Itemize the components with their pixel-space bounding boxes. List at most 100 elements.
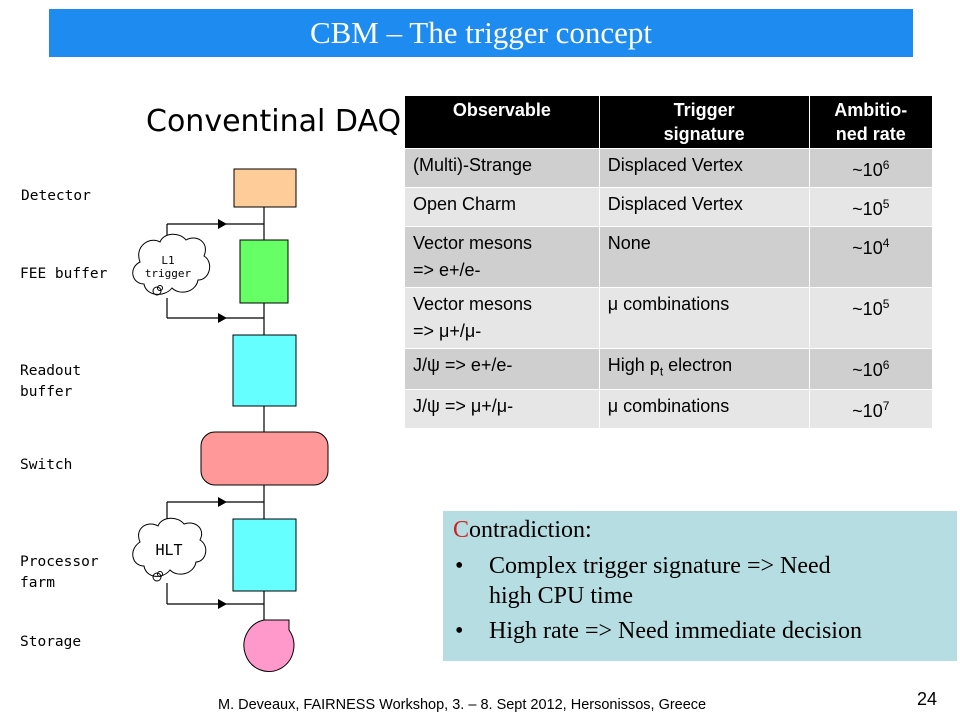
header-trigger-line-1: Trigger (673, 100, 735, 120)
callout-heading-initial: C (453, 517, 470, 543)
observable-line: Vector mesons (413, 233, 533, 253)
rate-base: ~10 (852, 160, 883, 180)
signature-text: None (607, 233, 651, 253)
header-rate-line-1: Ambitio- (834, 100, 908, 120)
hlt-cloud-label: HLT (155, 541, 182, 559)
rate-base: ~10 (852, 299, 883, 319)
cell-observable: (Multi)-Strange (404, 148, 600, 188)
observable-line: => μ+/μ- (413, 321, 482, 341)
callout-heading-rest: ontradiction: (469, 517, 592, 543)
cell-observable: Vector mesons => e+/e- (404, 226, 600, 288)
contradiction-callout: Contradiction: Complex trigger signature… (443, 511, 957, 661)
footer-citation: M. Deveaux, FAIRNESS Workshop, 3. – 8. S… (218, 697, 707, 713)
signature-rest: electron (663, 355, 733, 375)
table-row: (Multi)-Strange Displaced Vertex ~106 (404, 148, 932, 188)
page-number: 24 (917, 689, 938, 709)
label-storage: Storage (20, 634, 82, 650)
switch-box (200, 431, 329, 486)
signature-text: μ combinations (607, 395, 730, 416)
rate-base: ~10 (852, 360, 883, 380)
observable-line: J/ψ => e+/e- (413, 355, 513, 375)
callout-bullet: Complex trigger signature => Need high CP… (455, 551, 862, 611)
rate-exponent: 6 (882, 358, 890, 372)
daq-diagram: L1 trigger HLT (132, 168, 329, 672)
label-farm: farm (20, 575, 55, 591)
rate-base: ~10 (852, 199, 883, 219)
observable-line: (Multi)-Strange (413, 155, 533, 175)
label-readout: Readout (20, 363, 82, 379)
connector-lines (166, 207, 265, 620)
table-row: Open Charm Displaced Vertex ~105 (404, 187, 932, 227)
label-fee-buffer: FEE buffer (20, 266, 108, 282)
cell-trigger-signature: None (598, 226, 810, 288)
hlt-flow-icon (152, 571, 163, 582)
bullet-1-line-1: Complex trigger signature => Need (489, 553, 831, 579)
arrow-heads (218, 219, 227, 609)
callout-bullets: Complex trigger signature => Need high CP… (443, 551, 862, 651)
rate-exponent: 7 (882, 398, 890, 413)
arrow-l1-out (218, 313, 227, 323)
rate-base: ~10 (852, 238, 883, 258)
cell-trigger-signature: μ combinations (598, 388, 810, 428)
signature-subscript: t (659, 364, 664, 379)
signature-text: Displaced Vertex (607, 155, 743, 175)
label-switch: Switch (20, 457, 73, 473)
cell-observable: Vector mesons => μ+/μ- (404, 287, 600, 349)
rate-exponent: 5 (882, 197, 890, 211)
processor-farm-box (232, 518, 297, 592)
header-observable-text: Observable (452, 100, 551, 120)
label-processor: Processor (20, 554, 99, 570)
l1-cloud-line-1: L1 (161, 254, 174, 267)
label-buffer: buffer (20, 384, 73, 400)
bullet-1-line-2: high CPU time (489, 583, 634, 609)
signature-text: Displaced Vertex (607, 194, 743, 214)
observable-line: => e+/e- (413, 260, 481, 280)
arrow-hlt-out (218, 599, 227, 609)
cell-rate: ~104 (808, 226, 932, 288)
observable-line: J/ψ => μ+/μ- (413, 395, 514, 416)
observable-line: Vector mesons (413, 294, 533, 314)
arrow-l1-in (218, 219, 227, 229)
table-row: Vector mesons => μ+/μ-μ combinations ~105 (404, 287, 932, 349)
cell-rate: ~106 (808, 348, 932, 390)
cell-observable: J/ψ => μ+/μ- (404, 388, 600, 428)
cell-trigger-signature: High pt electron (598, 348, 810, 390)
hlt-cloud: HLT (132, 517, 207, 577)
observable-line: Open Charm (413, 194, 517, 214)
arrow-hlt-in (218, 497, 227, 507)
cell-trigger-signature: μ combinations (598, 287, 810, 349)
table-row: J/ψ => μ+/μ-μ combinations~107 (404, 388, 932, 428)
rate-exponent: 4 (882, 236, 890, 250)
slide-title: CBM – The trigger concept (309, 15, 653, 50)
callout-bullet: High rate => Need immediate decision (455, 616, 862, 646)
header-rate-line-2: ned rate (835, 124, 906, 144)
cell-rate: ~105 (808, 287, 932, 349)
label-detector: Detector (21, 188, 91, 204)
storage-icon (243, 619, 295, 672)
cell-observable: J/ψ => e+/e- (404, 348, 600, 390)
readout-buffer-box (232, 334, 297, 407)
table-row: Vector mesons => e+/e- None ~104 (404, 226, 932, 288)
l1-flow-icon (152, 285, 163, 296)
header-rate: Ambitio-ned rate (808, 96, 932, 149)
fee-buffer-box (239, 239, 289, 304)
table-row: J/ψ => e+/e-High pt electron~106 (404, 348, 932, 390)
cell-observable: Open Charm (404, 187, 600, 227)
rate-exponent: 6 (882, 158, 890, 172)
signature-text: High p (607, 355, 660, 375)
cell-rate: ~105 (808, 187, 932, 227)
l1-cloud-line-2: trigger (145, 267, 192, 280)
cell-trigger-signature: Displaced Vertex (598, 148, 810, 188)
cell-trigger-signature: Displaced Vertex (598, 187, 810, 227)
l1-trigger-cloud: L1 trigger (132, 233, 211, 295)
header-observable: Observable (404, 96, 600, 149)
signature-text: μ combinations (607, 294, 730, 314)
subtitle: Conventinal DAQ (146, 104, 402, 139)
bullet-2-line-1: High rate => Need immediate decision (489, 618, 862, 644)
rate-exponent: 5 (882, 297, 890, 311)
title-bar: CBM – The trigger concept (49, 9, 913, 57)
